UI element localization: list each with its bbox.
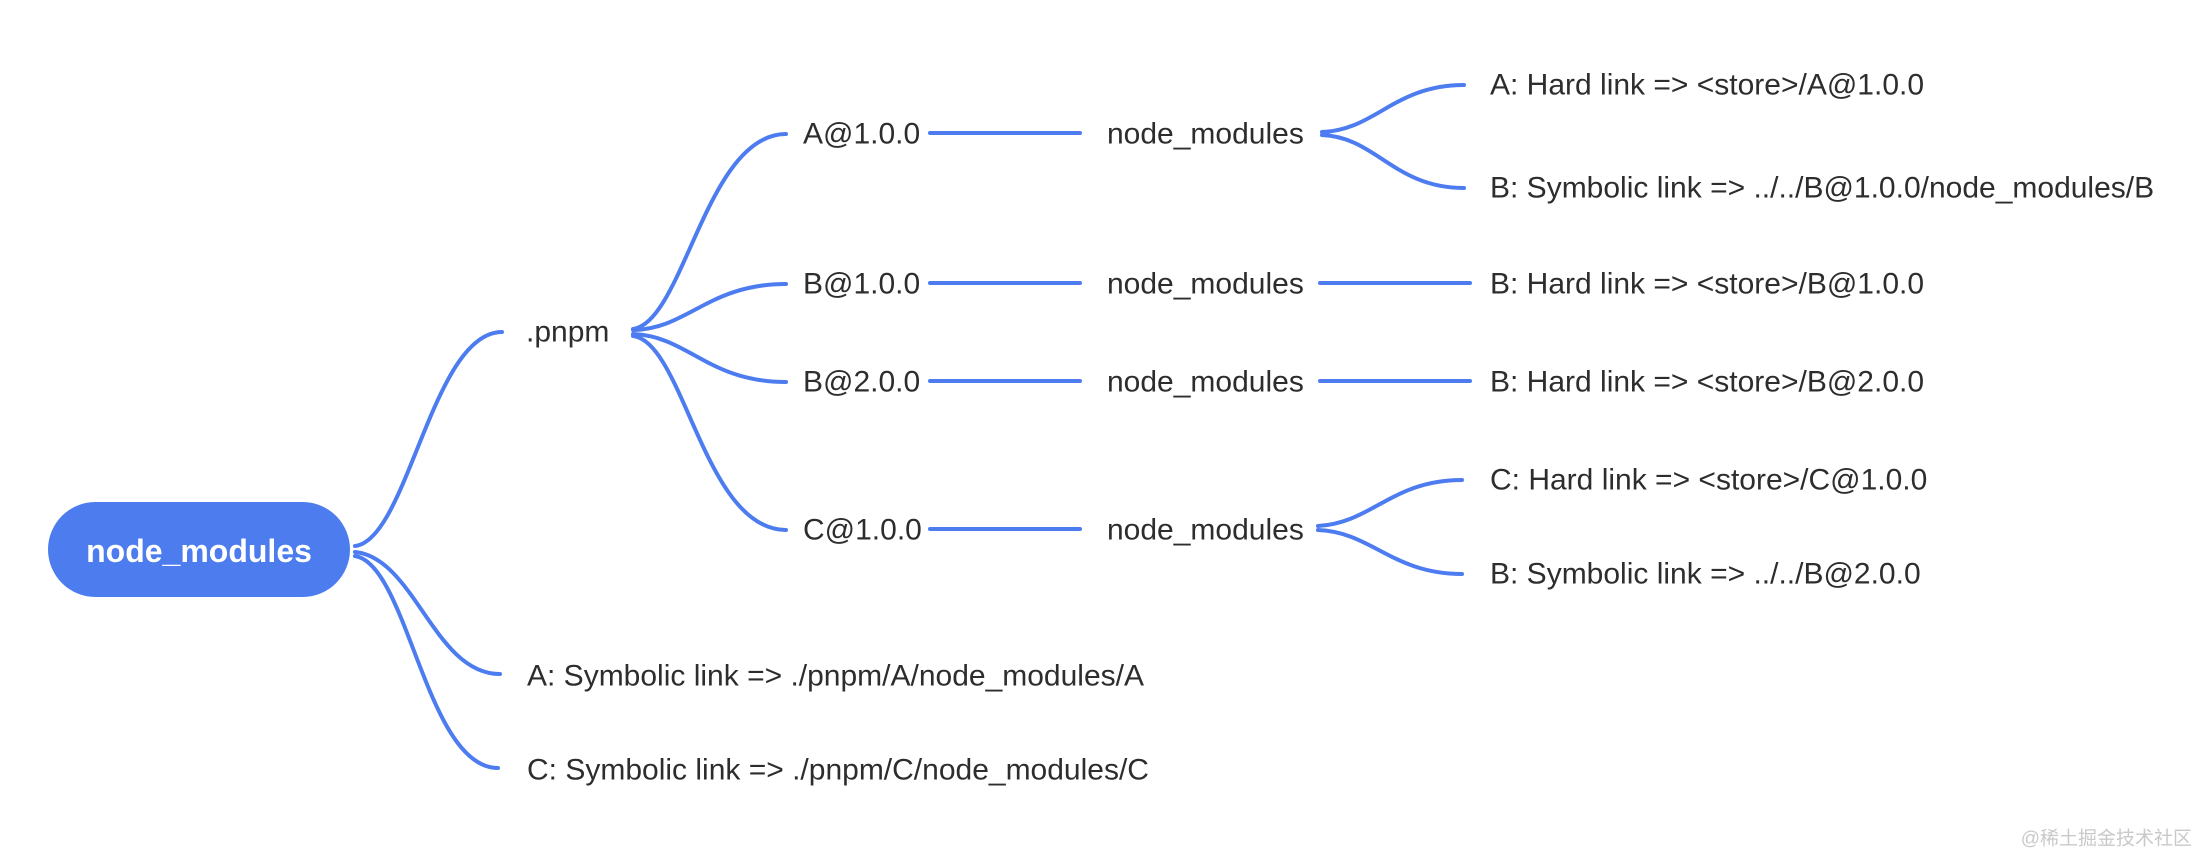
dir-nm-b200-label: node_modules: [1107, 366, 1304, 399]
leaf-b-symlink-b200-label: B: Symbolic link => ../../B@2.0.0: [1490, 558, 1921, 591]
leaf-b-symlink-b100-label: B: Symbolic link => ../../B@1.0.0/node_m…: [1490, 172, 2154, 205]
edge-nm-a100-to-hardlink: [1320, 83, 1466, 134]
edge-nm-c100-to-hardlink: [1316, 478, 1464, 528]
pkg-a100-label: A@1.0.0: [803, 118, 920, 151]
dir-nm-a100-label: node_modules: [1107, 118, 1304, 151]
leaf-a-hardlink-label: A: Hard link => <store>/A@1.0.0: [1490, 69, 1924, 102]
edge-pnpm-to-c100: [631, 334, 788, 532]
pnpm-node-label: .pnpm: [526, 316, 609, 349]
edge-pnpm-to-b100: [631, 282, 788, 332]
leaf-c-hardlink-label: C: Hard link => <store>/C@1.0.0: [1490, 464, 1927, 497]
edge-root-to-c-symlink: [353, 554, 500, 770]
edge-pnpm-to-b200: [631, 332, 788, 384]
edge-root-to-pnpm: [353, 330, 504, 548]
edge-nm-c100-to-symlink: [1316, 528, 1464, 576]
leaf-b-hardlink-b100-label: B: Hard link => <store>/B@1.0.0: [1490, 268, 1924, 301]
pkg-c100-label: C@1.0.0: [803, 514, 922, 547]
pkg-b100-label: B@1.0.0: [803, 268, 920, 301]
edge-nm-a100-to-symlink: [1320, 133, 1466, 190]
leaf-a-symlink-root-label: A: Symbolic link => ./pnpm/A/node_module…: [527, 660, 1144, 693]
edge-pnpm-to-a100: [631, 132, 788, 331]
dir-nm-c100-label: node_modules: [1107, 514, 1304, 547]
leaf-b-hardlink-b200-label: B: Hard link => <store>/B@2.0.0: [1490, 366, 1924, 399]
root-node-pill: [48, 502, 350, 597]
edge-root-to-a-symlink: [353, 550, 502, 676]
pkg-b200-label: B@2.0.0: [803, 366, 920, 399]
leaf-c-symlink-root-label: C: Symbolic link => ./pnpm/C/node_module…: [527, 754, 1149, 787]
watermark-text: @稀土掘金技术社区: [2021, 828, 2192, 850]
dir-nm-b100-label: node_modules: [1107, 268, 1304, 301]
root-node-label: node_modules: [86, 533, 312, 569]
